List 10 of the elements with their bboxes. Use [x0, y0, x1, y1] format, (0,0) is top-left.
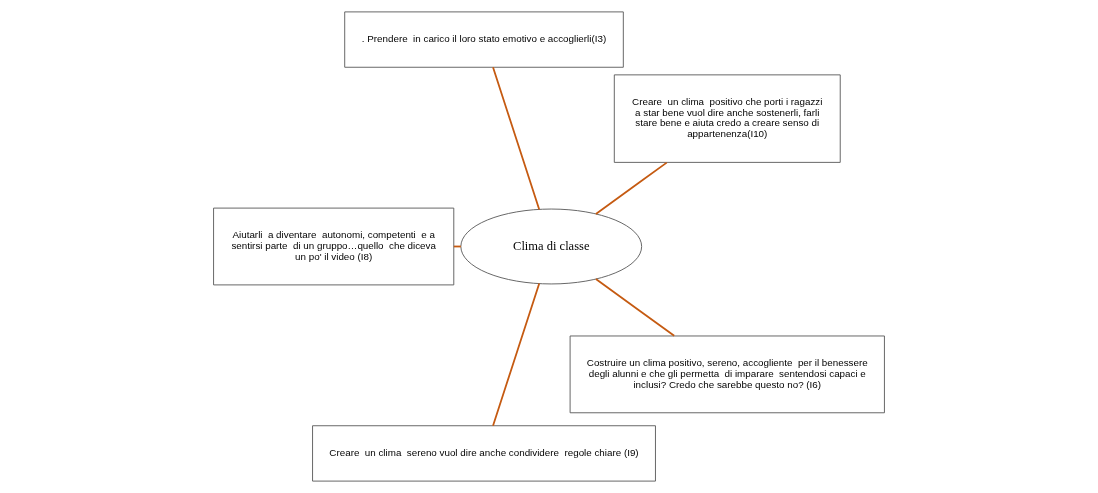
- connector: [492, 282, 541, 427]
- node-box: Costruire un clima positivo, sereno, accogliente per il benessere degli alunni e che gli permetta di imparare sentendosi capaci e inclusi? Credo che sarebbe questo no? (I6): [569, 335, 885, 414]
- connector: [492, 66, 541, 211]
- connector: [595, 161, 668, 215]
- node-box: Creare un clima positivo che porti i ragazzi a star bene vuol dire anche sostenerli, farli stare bene e aiuta credo a creare senso di appartenenza(I10): [613, 74, 841, 163]
- node-box: Creare un clima sereno vuol dire anche condividere regole chiare (I9): [312, 425, 656, 482]
- node-box: . Prendere in carico il loro stato emotivo e accoglierli(I3): [344, 11, 624, 68]
- node-box: Aiutarli a diventare autonomi, competenti e a sentirsi parte di un gruppo…quello che diceva un po' il video (I8): [213, 207, 455, 286]
- connector: [595, 278, 676, 337]
- node-ellipse: Clima di classe: [460, 208, 643, 285]
